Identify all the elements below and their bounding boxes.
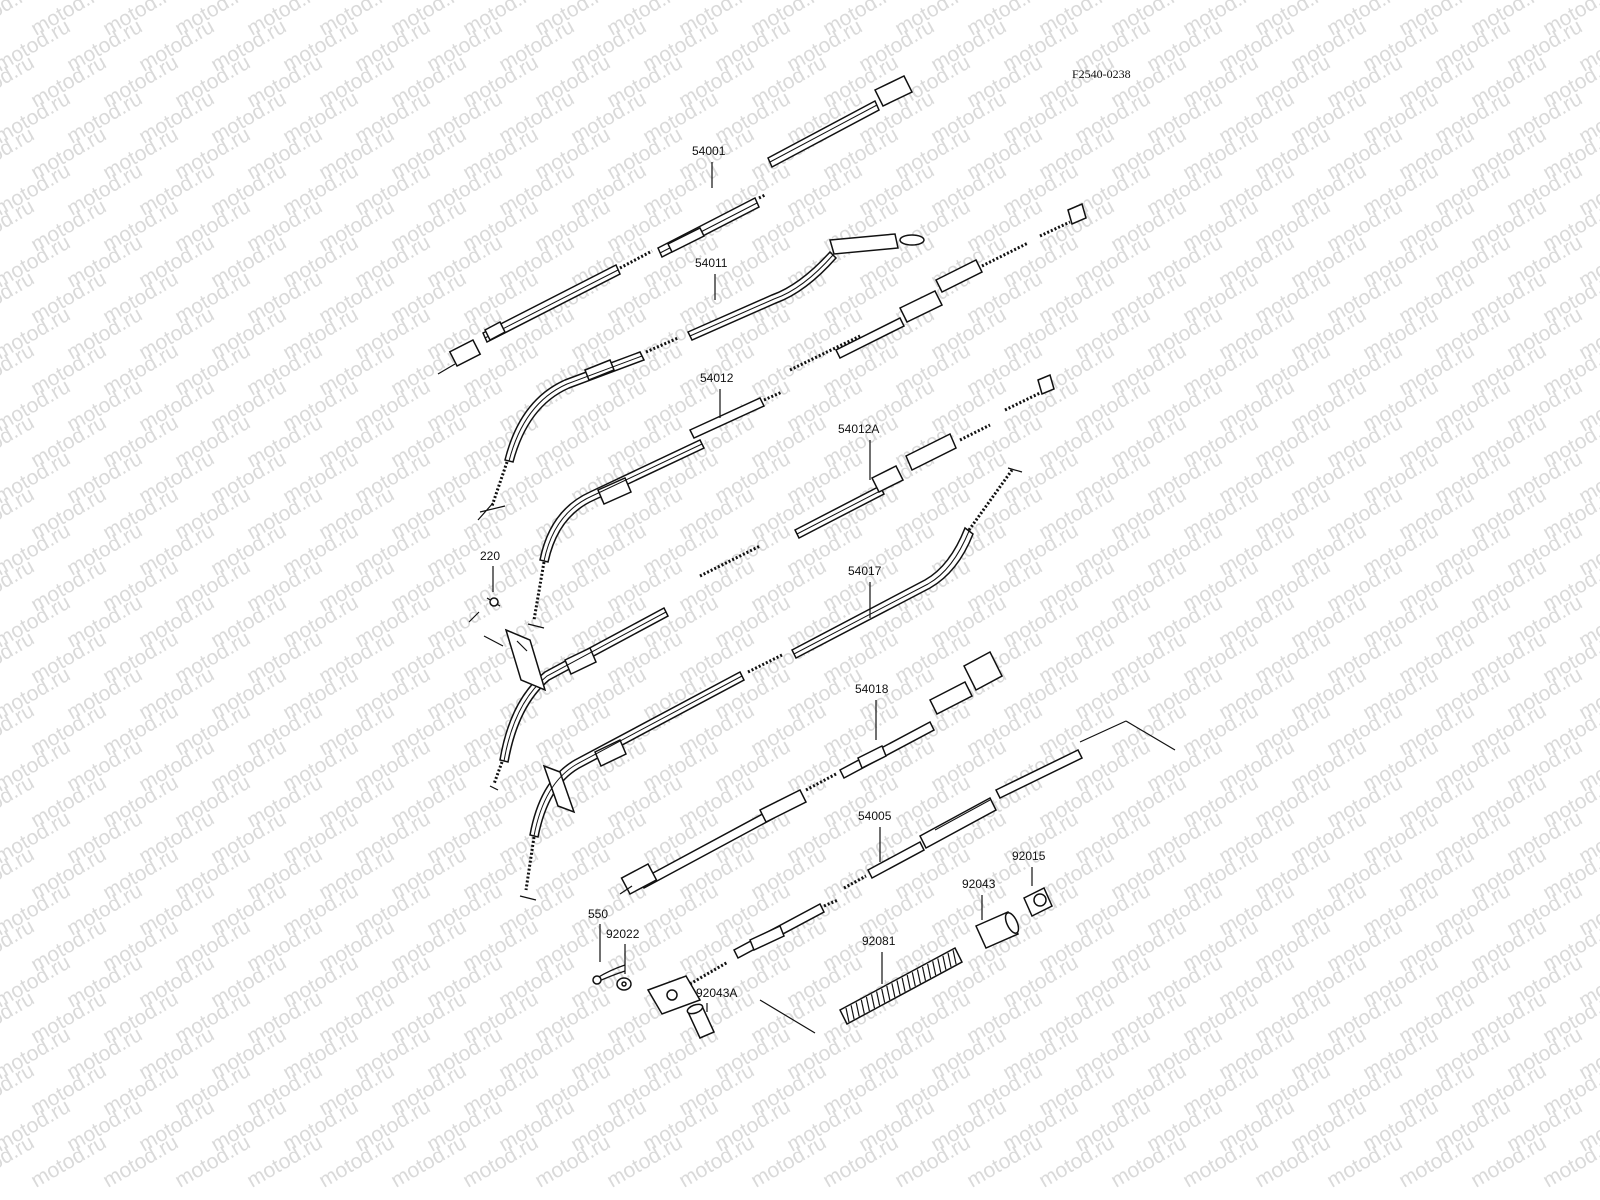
bolt-220[interactable]	[468, 597, 528, 652]
spring-92081[interactable]	[839, 946, 963, 1026]
spring-coil	[845, 1007, 850, 1023]
spring-coil	[932, 961, 937, 976]
cable-54012A[interactable]	[699, 373, 1055, 578]
cable-54017[interactable]	[519, 467, 1023, 901]
cable-with-bracket[interactable]	[483, 606, 669, 791]
diagram-code: F2540-0238	[1072, 67, 1131, 81]
cable-54012[interactable]	[527, 390, 783, 629]
spring-coil	[876, 991, 881, 1006]
spring-coil	[860, 999, 865, 1014]
spring-coil	[896, 980, 901, 995]
spring-coil	[937, 958, 942, 973]
spring-coil	[886, 985, 891, 1001]
label-54005: 54005	[858, 809, 892, 823]
label-54017: 54017	[848, 564, 882, 578]
spring-coil	[947, 952, 952, 968]
spring-coil	[906, 974, 911, 990]
label-550: 550	[588, 907, 608, 921]
spring-coil	[942, 955, 947, 970]
nut-92015[interactable]	[1023, 886, 1053, 918]
watermark-text: motod.ru	[1575, 0, 1600, 4]
label-54012: 54012	[700, 371, 734, 385]
spring-coil	[891, 983, 896, 998]
spring-coil	[921, 966, 927, 981]
label-54012A: 54012A	[838, 422, 879, 436]
spring-coil	[916, 969, 921, 984]
label-54018: 54018	[855, 682, 889, 696]
sleeve-92043[interactable]	[975, 911, 1021, 949]
cable-54018[interactable]	[619, 650, 1003, 896]
cable-54011[interactable]	[477, 233, 925, 521]
washer-92022[interactable]	[616, 977, 632, 991]
label-92015: 92015	[1012, 849, 1046, 863]
pin-92043A[interactable]	[686, 1003, 716, 1039]
spring-coil	[901, 977, 906, 992]
cable-54012-upper[interactable]	[789, 202, 1087, 372]
parts-frame	[759, 720, 1176, 1034]
spring-coil	[870, 994, 876, 1009]
spring-coil	[855, 1002, 860, 1017]
spring-coil	[865, 996, 870, 1012]
part-labels: 54001 54011 54012 54012A 220 54017 54018…	[480, 144, 1046, 1012]
cotter-pin-550[interactable]	[592, 964, 626, 985]
label-92081: 92081	[862, 934, 896, 948]
label-54001: 54001	[692, 144, 726, 158]
label-92043A: 92043A	[696, 986, 737, 1000]
cable-54001[interactable]	[437, 75, 914, 375]
spring-coil	[881, 988, 886, 1003]
label-92043: 92043	[962, 877, 996, 891]
label-92022: 92022	[606, 927, 640, 941]
spring-coil	[911, 972, 916, 987]
spring-coil	[952, 950, 957, 965]
label-220: 220	[480, 549, 500, 563]
cable-54005[interactable]	[646, 749, 1084, 1015]
spring-coil	[850, 1005, 855, 1020]
label-54011: 54011	[695, 256, 728, 270]
spring-coil	[927, 963, 932, 979]
